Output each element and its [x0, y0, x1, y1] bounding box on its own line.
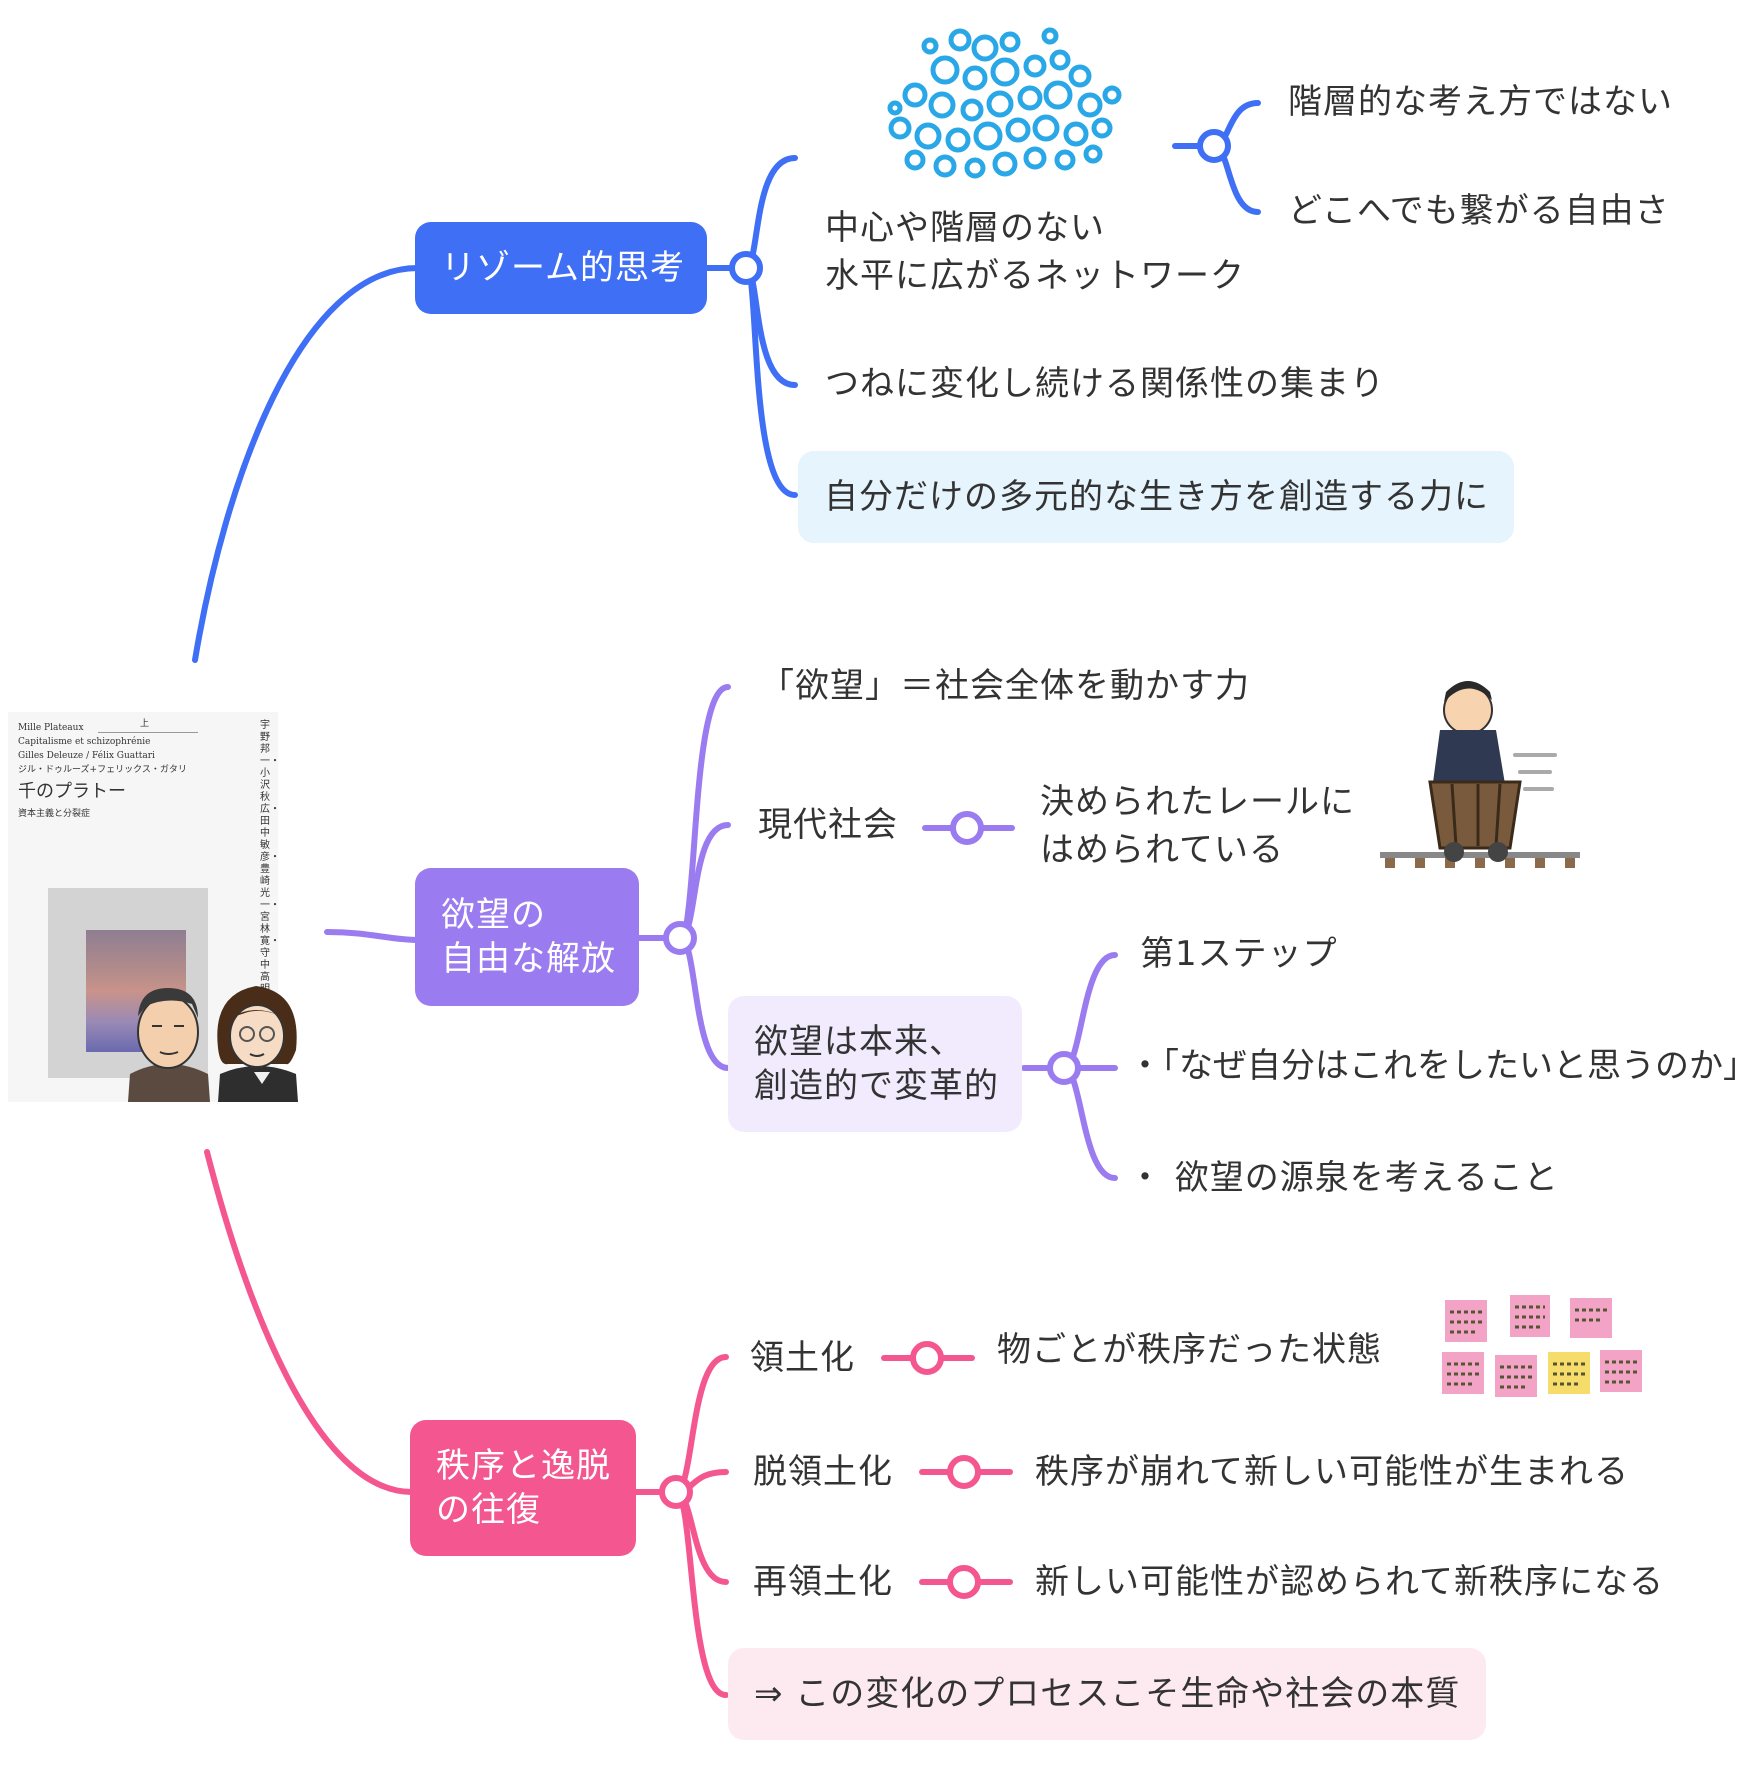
- sticky-notes-icon: [1442, 1295, 1642, 1397]
- desire-hub: [663, 921, 697, 955]
- book-original-subtitle: Capitalisme et schizophrénie: [18, 737, 151, 747]
- deterritorial-hub: [947, 1455, 981, 1489]
- rhizome-create-highlight: 自分だけの多元的な生き方を創造する力に: [798, 451, 1514, 543]
- order-hub: [659, 1475, 693, 1509]
- book-volume: 上: [140, 719, 150, 729]
- book-title: 千のプラトー: [18, 781, 126, 802]
- rhizome-not-hierarchy-text: 階層的な考え方ではない: [1288, 82, 1673, 122]
- connector-root-desire: [324, 929, 421, 943]
- territorialization-desc-text: 物ごとが秩序だった状態: [997, 1330, 1382, 1370]
- desire-source-text: ・ 欲望の源泉を考えること: [1128, 1158, 1559, 1198]
- rhizome-freedom-text: どこへでも繋がる自由さ: [1288, 191, 1670, 231]
- order-connectors: [631, 1354, 1013, 1698]
- connector-root-order: [204, 1149, 415, 1495]
- desire-modern-hub: [950, 811, 984, 845]
- book-authors-ja: ジル・ドゥルーズ+フェリックス・ガタリ: [18, 765, 187, 775]
- rhizome-subhub: [1197, 129, 1231, 163]
- reterritorial-hub: [947, 1565, 981, 1599]
- authors-portrait-icon: [128, 986, 298, 1102]
- desire-why-text: ・「なぜ自分はこれをしたいと思うのか」: [1128, 1046, 1753, 1086]
- territorial-hub: [910, 1341, 944, 1375]
- book-cover: Mille Plateaux 上 Capitalisme et schizoph…: [8, 712, 298, 1102]
- book-original-title: Mille Plateaux: [18, 723, 84, 733]
- book-authors-fr: Gilles Deleuze / Félix Guattari: [18, 751, 155, 761]
- businessman-in-mine-cart-icon: [1380, 681, 1580, 868]
- desire-creative-highlight: 欲望は本来、 創造的で変革的: [728, 996, 1022, 1132]
- desire-rails-text: 決められたレールに はめられている: [1040, 782, 1355, 870]
- territorialization-text: 領土化: [750, 1338, 855, 1378]
- node-desire-liberation[interactable]: 欲望の 自由な解放: [415, 868, 639, 1006]
- deterritorialization-text: 脱領土化: [753, 1452, 893, 1492]
- reterritorialization-desc-text: 新しい可能性が認められて新秩序になる: [1035, 1562, 1664, 1602]
- node-rhizome-thinking[interactable]: リゾーム的思考: [415, 222, 707, 314]
- connector-root-rhizome: [192, 265, 421, 663]
- node-order-deviation[interactable]: 秩序と逸脱 の往復: [410, 1420, 636, 1556]
- desire-step1-text: 第1ステップ: [1140, 934, 1338, 974]
- deterritorialization-desc-text: 秩序が崩れて新しい可能性が生まれる: [1035, 1452, 1629, 1492]
- desire-modern-society-text: 現代社会: [758, 805, 898, 845]
- rhizome-network-icon: [887, 27, 1122, 179]
- book-translators: 宇野邦一・小沢秋広・田中敏彦・豊崎光一・宮林寛・守中高明 訳: [260, 720, 280, 1007]
- book-subtitle: 資本主義と分裂症: [18, 809, 91, 819]
- rhizome-network-text: 中心や階層のない 水平に広がるネットワーク: [825, 208, 1245, 296]
- desire-creative-hub: [1047, 1051, 1081, 1085]
- order-essence-highlight: ⇒ この変化のプロセスこそ生命や社会の本質: [728, 1648, 1486, 1740]
- book-rule: [98, 732, 198, 733]
- desire-power-text: 「欲望」＝社会全体を動かす力: [760, 666, 1250, 706]
- rhizome-relations-text: つねに変化し続ける関係性の集まり: [825, 364, 1385, 404]
- reterritorialization-text: 再領土化: [753, 1562, 893, 1602]
- rhizome-hub: [729, 251, 763, 285]
